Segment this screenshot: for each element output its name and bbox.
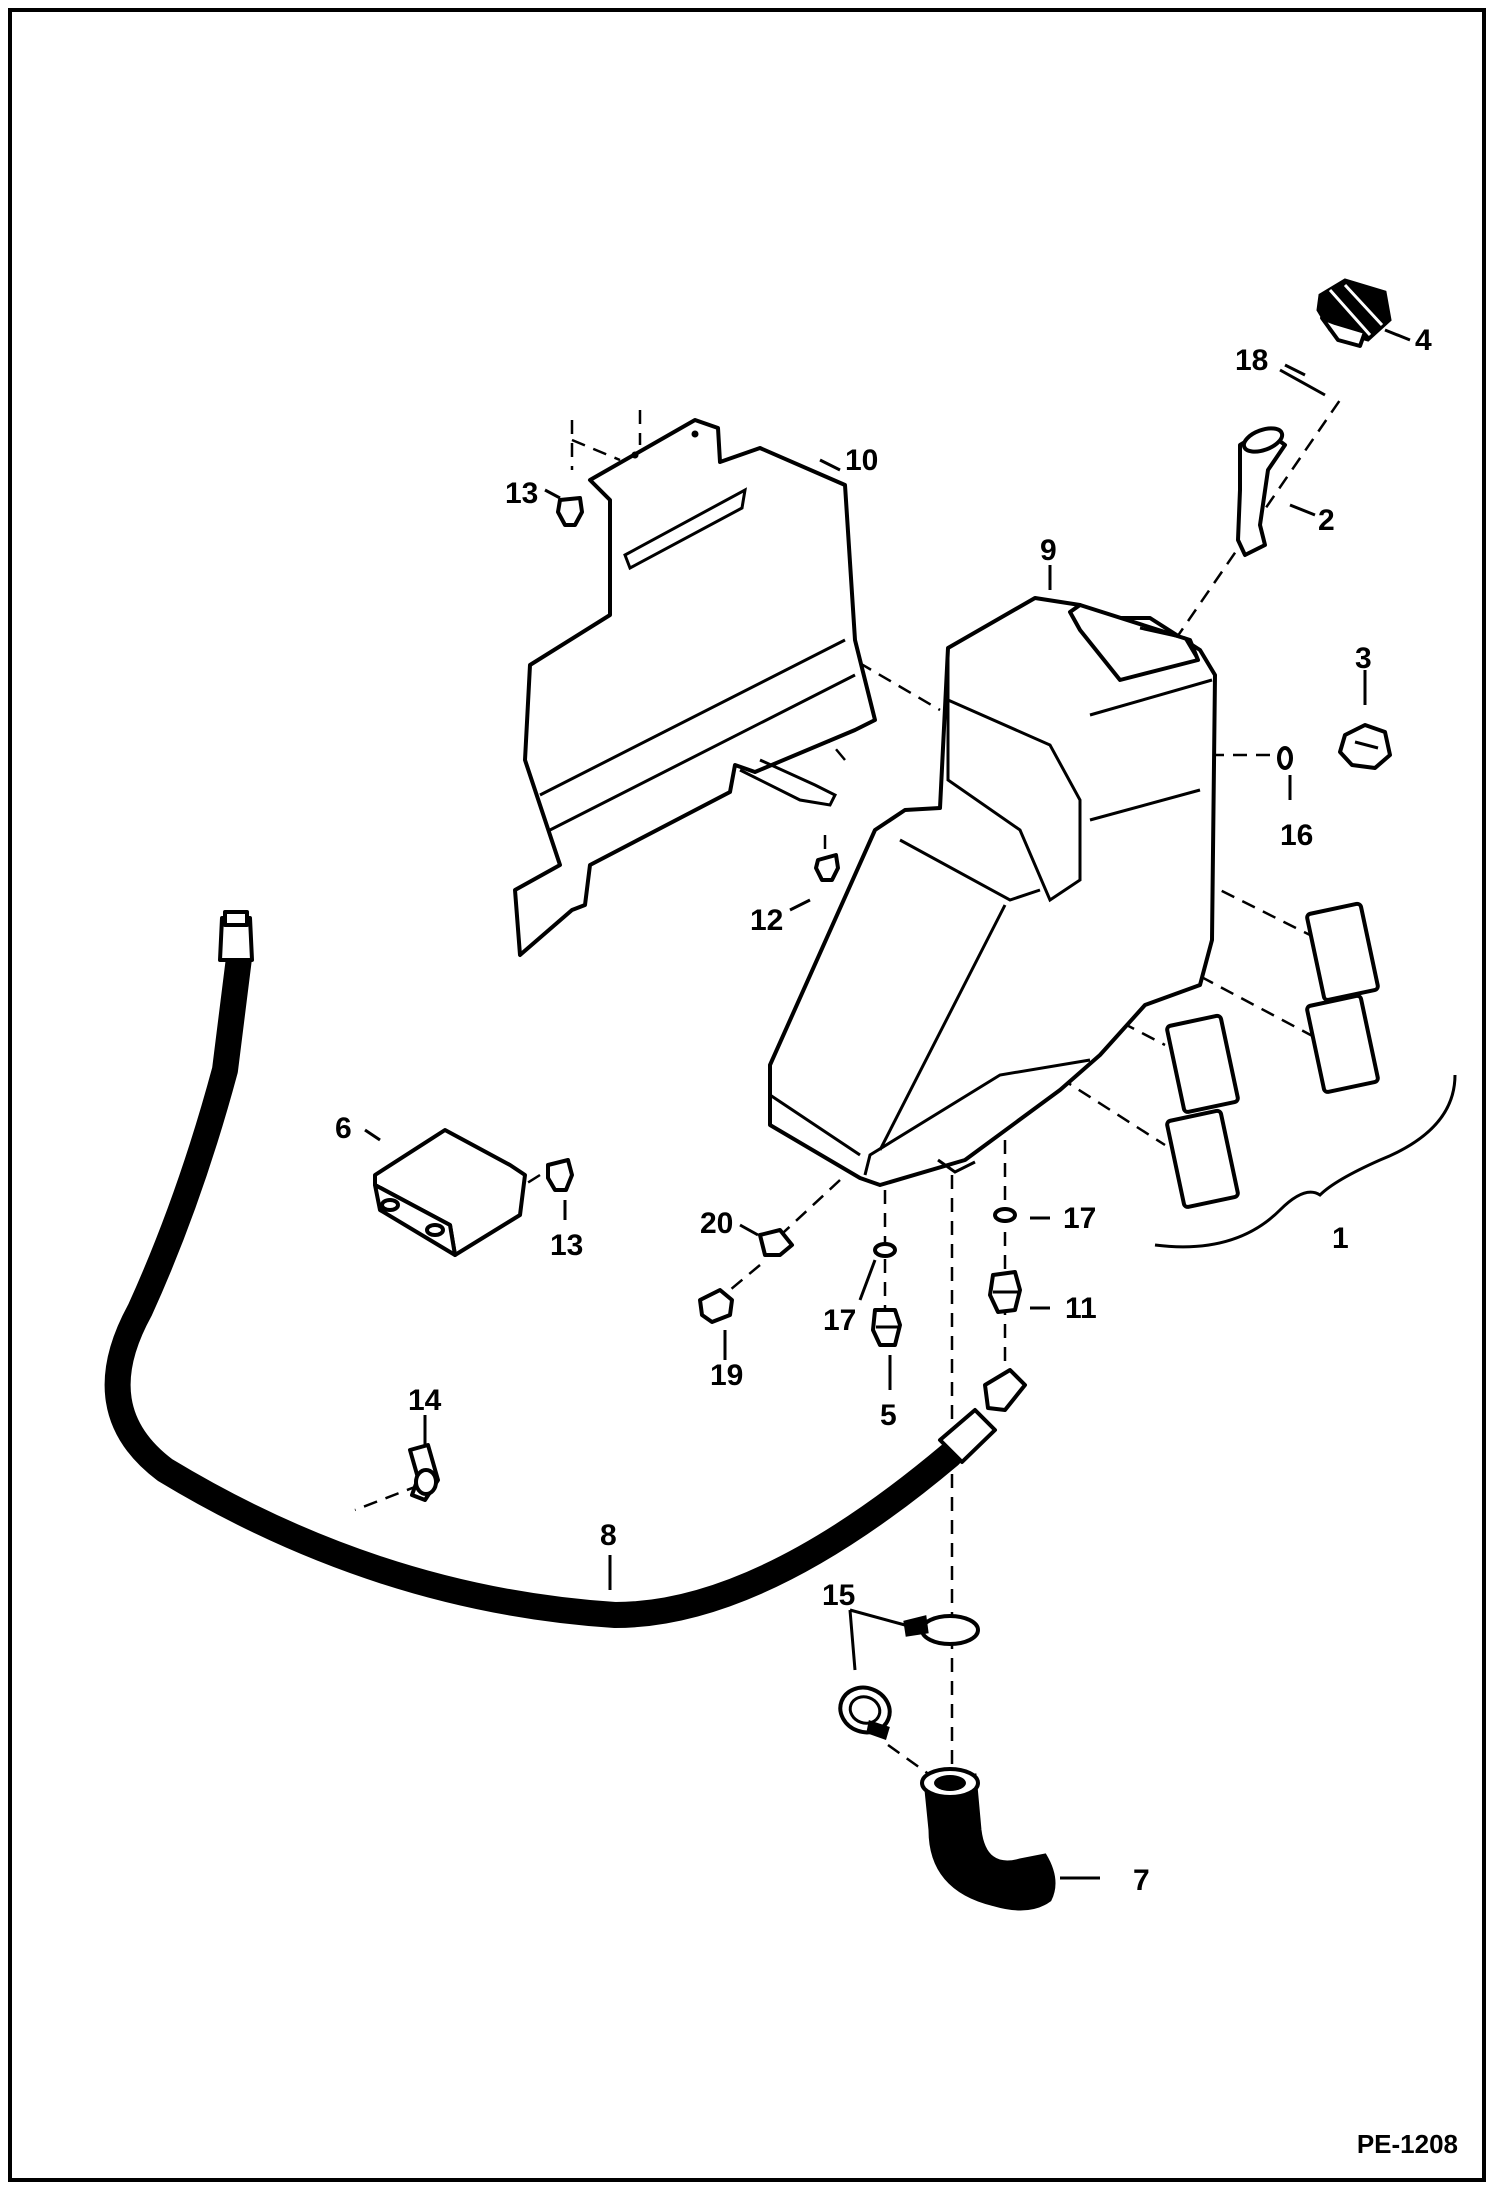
- callout-12: 12: [750, 904, 783, 937]
- callout-16: 16: [1280, 819, 1313, 852]
- o-ring-16: [1277, 746, 1293, 770]
- callout-13-upper: 13: [505, 477, 538, 510]
- callout-3: 3: [1355, 642, 1372, 675]
- assembly-brace: [1154, 1074, 1457, 1249]
- fitting-11: [988, 1270, 1022, 1314]
- callout-1: 1: [1332, 1222, 1349, 1255]
- callout-15: 15: [822, 1579, 855, 1612]
- callout-11: 11: [1065, 1292, 1097, 1325]
- filler-cap: [1316, 278, 1392, 348]
- callout-20: 20: [700, 1207, 733, 1240]
- decal-set: [1165, 901, 1380, 1209]
- suction-hose: [920, 1767, 1056, 1911]
- diagram-frame: [8, 8, 1486, 2182]
- o-ring-17b: [993, 1207, 1017, 1223]
- hydraulic-hose: [104, 910, 1027, 1628]
- fitting-20: [758, 1228, 794, 1257]
- callout-2: 2: [1318, 504, 1335, 537]
- clamp-14: [408, 1443, 440, 1502]
- strainer: [1279, 368, 1326, 397]
- filler-neck: [1236, 426, 1287, 557]
- callout-8: 8: [600, 1519, 617, 1552]
- fitting-5: [871, 1308, 902, 1347]
- bolt-13-lower: [546, 1158, 574, 1192]
- heat-shield-panel: [513, 418, 877, 957]
- bolt-13-upper: [556, 496, 584, 527]
- leader-lines: [364, 328, 1411, 1880]
- bolt-12: [814, 853, 840, 882]
- reservoir-tank: [768, 596, 1217, 1187]
- callout-13-lower: 13: [550, 1229, 583, 1262]
- o-ring-17a: [873, 1242, 897, 1258]
- callout-17-right: 17: [1063, 1202, 1096, 1235]
- mounting-bracket: [373, 1128, 527, 1257]
- cap-19: [698, 1288, 734, 1324]
- callout-6: 6: [335, 1112, 352, 1145]
- callout-14: 14: [408, 1384, 442, 1417]
- callout-19: 19: [710, 1359, 743, 1392]
- plug: [1338, 723, 1392, 770]
- callout-labels: 1 2 3 4 5 6 7 8 9 10 11 12 13 13 14 15 1…: [335, 324, 1432, 1897]
- callout-5: 5: [880, 1399, 897, 1432]
- hose-clamp-upper: [903, 1614, 980, 1646]
- figure-id: PE-1208: [1356, 2129, 1458, 2159]
- callout-18: 18: [1235, 344, 1268, 377]
- hose-clamp-lower: [838, 1685, 892, 1740]
- callout-4: 4: [1415, 324, 1432, 357]
- callout-10: 10: [845, 444, 878, 477]
- callout-17-left: 17: [823, 1304, 856, 1337]
- callout-9: 9: [1040, 534, 1057, 567]
- callout-7: 7: [1133, 1864, 1150, 1897]
